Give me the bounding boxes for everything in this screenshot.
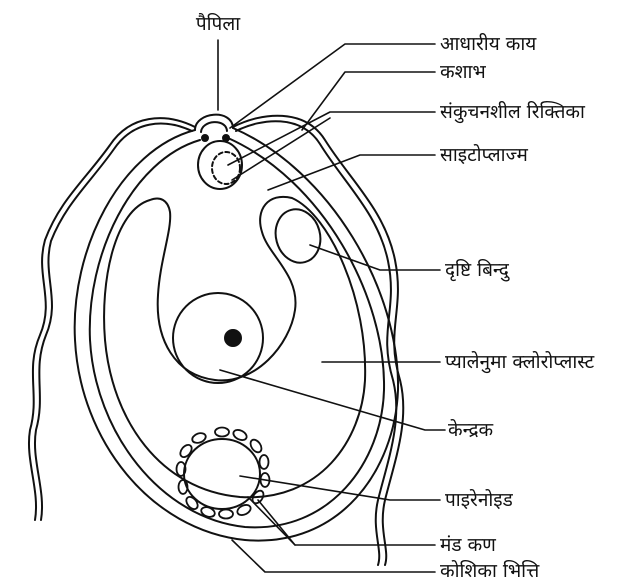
label-papilla: पैपिला — [196, 12, 241, 35]
left-flagellum-inner — [35, 124, 192, 520]
label-starch-grains: मंड कण — [440, 534, 496, 556]
nucleolus — [225, 330, 241, 346]
cup-chloroplast — [104, 197, 365, 497]
label-flagellum: कशाभ — [440, 61, 486, 83]
label-pyrenoid: पाइरेनोइड — [445, 488, 514, 511]
label-eyespot: दृष्टि बिन्दु — [445, 258, 510, 282]
basal-body-left — [202, 135, 208, 141]
label-cytoplasm: साइटोप्लाज्म — [440, 143, 528, 166]
label-basal-body: आधारीय काय — [440, 32, 537, 55]
label-cell-wall: कोशिका भित्ति — [440, 559, 540, 582]
left-flagellum — [29, 118, 195, 520]
label-cup-chloroplast: प्यालेनुमा क्लोरोप्लास्ट — [445, 350, 595, 374]
nucleus — [173, 293, 263, 383]
papilla-inner — [201, 122, 227, 132]
label-nucleus: केन्द्रक — [448, 418, 494, 441]
basal-body-right — [223, 135, 229, 141]
contractile-vacuole-inner — [212, 152, 240, 184]
eyespot — [270, 204, 326, 268]
label-contractile-vacuole: संकुचनशील रिक्तिका — [440, 100, 586, 124]
